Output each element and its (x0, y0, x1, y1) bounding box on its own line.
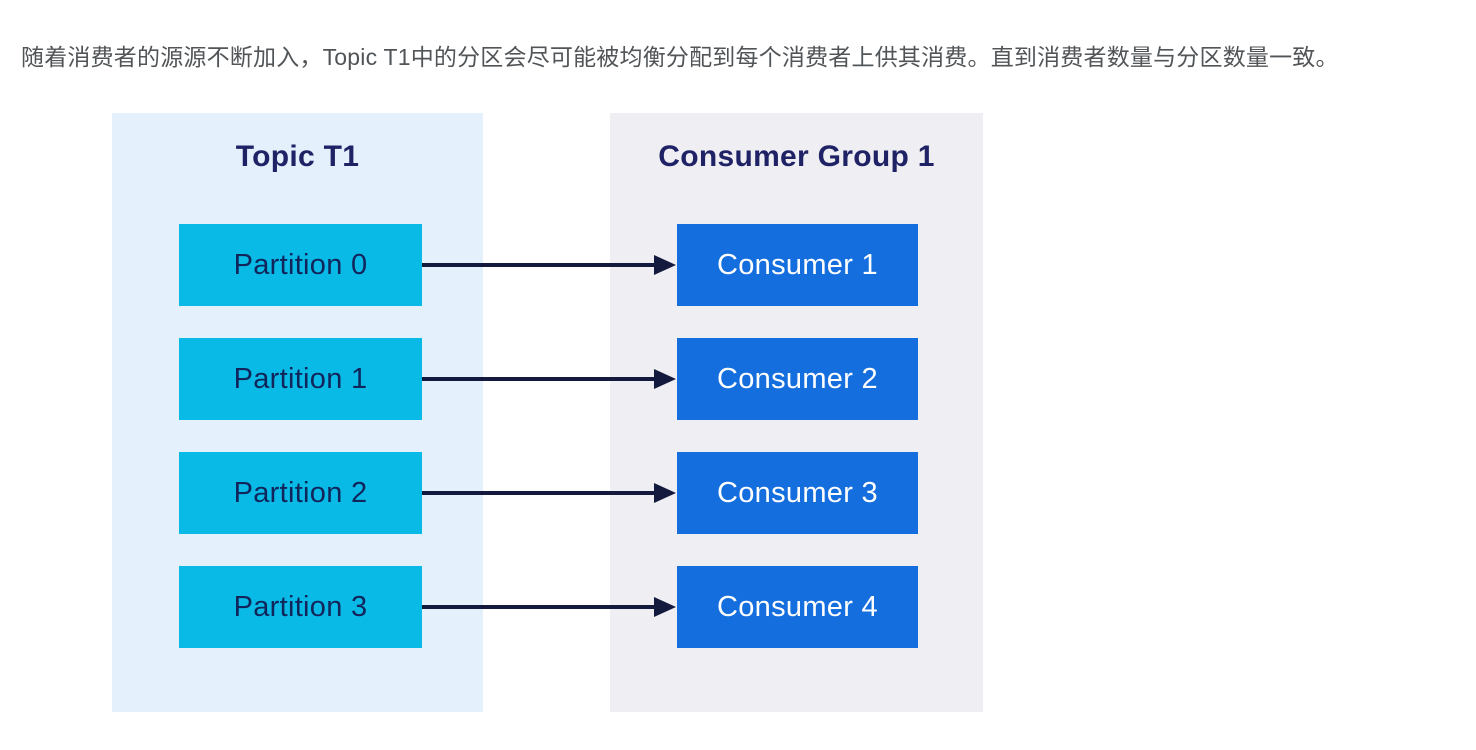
consumer-label: Consumer 2 (717, 362, 878, 395)
arrow-head-icon (654, 255, 676, 275)
partition-node: Partition 0 (179, 224, 422, 306)
arrow-head-icon (654, 483, 676, 503)
partition-label: Partition 2 (233, 476, 368, 509)
partition-label: Partition 0 (233, 248, 368, 281)
intro-paragraph: 随着消费者的源源不断加入，Topic T1中的分区会尽可能被均衡分配到每个消费者… (21, 44, 1339, 70)
partition-node: Partition 2 (179, 452, 422, 534)
partition-label: Partition 3 (233, 590, 368, 623)
consumer-label: Consumer 3 (717, 476, 878, 509)
partition-node: Partition 1 (179, 338, 422, 420)
arrow-line (422, 263, 658, 267)
consumer-node: Consumer 4 (677, 566, 918, 648)
partition-node: Partition 3 (179, 566, 422, 648)
arrow-line (422, 605, 658, 609)
arrow-head-icon (654, 369, 676, 389)
topic-panel-title: Topic T1 (235, 140, 360, 173)
arrow-line (422, 491, 658, 495)
arrow-head-icon (654, 597, 676, 617)
consumer-node: Consumer 3 (677, 452, 918, 534)
consumer-label: Consumer 1 (717, 248, 878, 281)
consumer-node: Consumer 1 (677, 224, 918, 306)
consumer-label: Consumer 4 (717, 590, 878, 623)
consumer-node: Consumer 2 (677, 338, 918, 420)
arrow-line (422, 377, 658, 381)
consumer-group-panel-title: Consumer Group 1 (658, 140, 935, 173)
partition-label: Partition 1 (233, 362, 368, 395)
